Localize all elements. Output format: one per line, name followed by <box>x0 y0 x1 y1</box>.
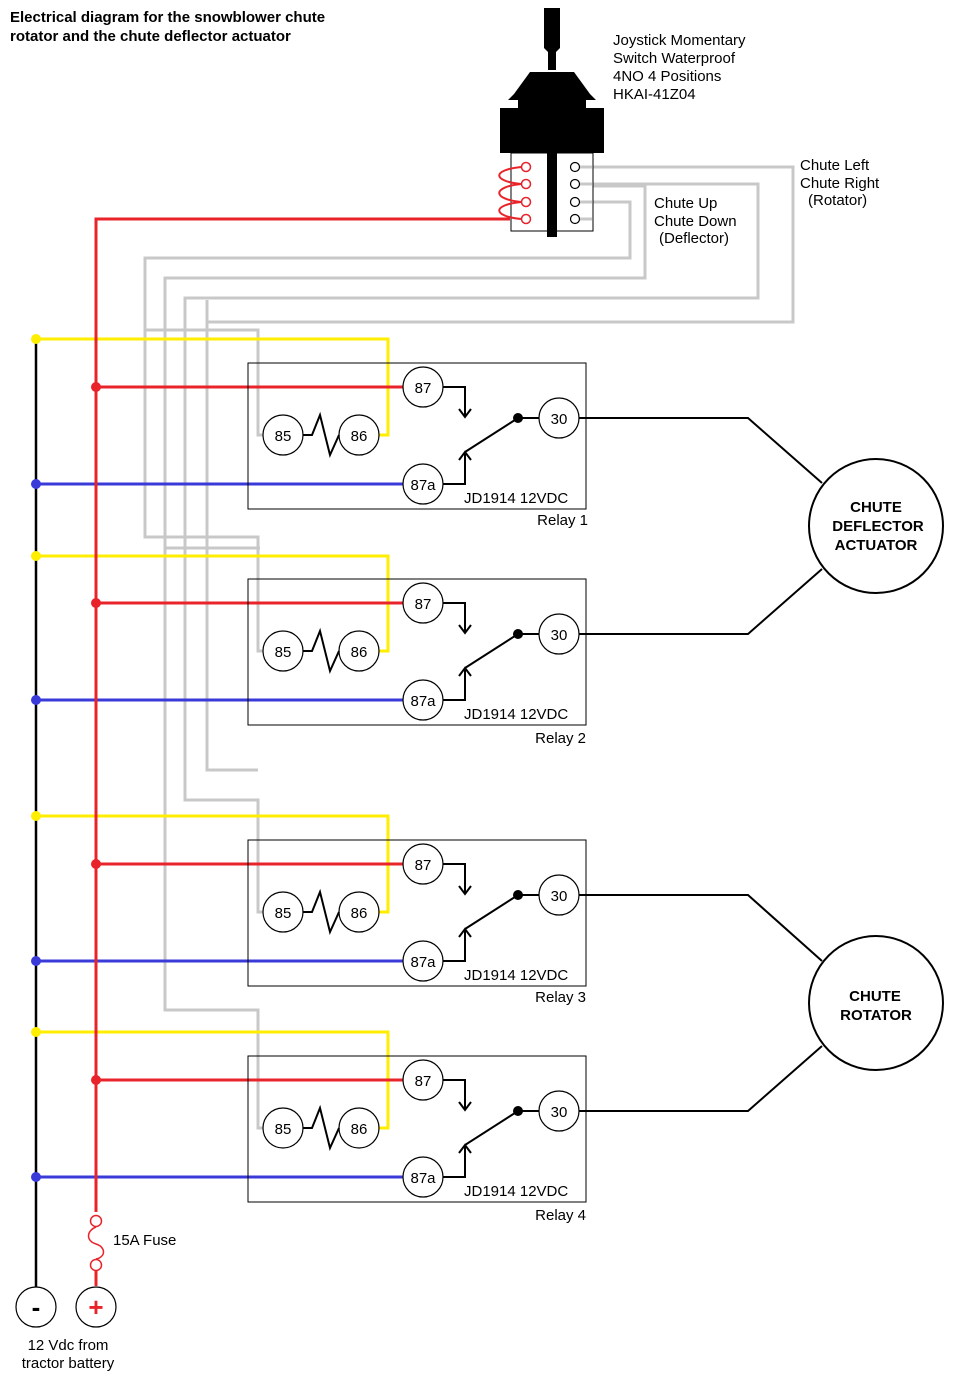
deflector-label-2: Chute Down <box>654 213 737 230</box>
relay-1-pin-85: 85 <box>275 428 292 445</box>
positive-symbol: + <box>88 1292 103 1322</box>
title-line-2: rotator and the chute deflector actuator <box>10 28 291 45</box>
positive-wires <box>94 217 510 1212</box>
deflector-motor-label-3: ACTUATOR <box>835 537 918 554</box>
relay-2-pin-87a: 87a <box>410 693 436 710</box>
deflector-motor-label-2: DEFLECTOR <box>832 518 924 535</box>
relay-3-pin-86: 86 <box>351 905 368 922</box>
relay-3-pin-85: 85 <box>275 905 292 922</box>
relay-3-name: Relay 3 <box>535 989 586 1006</box>
battery-label-1: 12 Vdc from <box>28 1337 109 1354</box>
joystick-label-1: Joystick Momentary <box>613 32 746 49</box>
relay-2-pin-30: 30 <box>551 627 568 644</box>
fuse-label: 15A Fuse <box>113 1232 176 1249</box>
relay-1-pin-30: 30 <box>551 411 568 428</box>
relay-4-pin-87: 87 <box>415 1073 432 1090</box>
rotator-motor-label-2: ROTATOR <box>840 1007 912 1024</box>
relay-4-pin-85: 85 <box>275 1121 292 1138</box>
relay-4-name: Relay 4 <box>535 1207 586 1224</box>
rotator-label-1: Chute Left <box>800 157 870 174</box>
chute-rotator: CHUTE ROTATOR <box>808 935 944 1071</box>
relay-1-model: JD1914 12VDC <box>464 490 568 507</box>
relay-4: 87 30 85 86 87a JD1914 12VDC Relay 4 <box>247 1055 587 1224</box>
relay-1: 87 30 85 86 87a JD1914 12VDC Relay 1 <box>247 362 588 529</box>
relay-3-model: JD1914 12VDC <box>464 967 568 984</box>
relay-4-pin-87a: 87a <box>410 1170 436 1187</box>
deflector-label-3: (Deflector) <box>659 230 729 247</box>
relay-3: 87 30 85 86 87a JD1914 12VDC Relay 3 <box>247 839 587 1006</box>
relay-2-pin-85: 85 <box>275 644 292 661</box>
relay-2-name: Relay 2 <box>535 730 586 747</box>
switch-signal-wires <box>143 165 795 1130</box>
relay-3-pin-87: 87 <box>415 857 432 874</box>
deflector-label-1: Chute Up <box>654 195 717 212</box>
joystick-handle-icon <box>544 8 560 70</box>
relay-2-pin-86: 86 <box>351 644 368 661</box>
relay-2-pin-87: 87 <box>415 596 432 613</box>
rotator-label-3: (Rotator) <box>808 192 867 209</box>
junction-dots <box>31 334 101 1182</box>
relay-1-pin-87: 87 <box>415 380 432 397</box>
rotator-motor-label-1: CHUTE <box>849 988 901 1005</box>
fuse <box>87 1214 105 1286</box>
relay-1-pin-86: 86 <box>351 428 368 445</box>
positive-terminal-icon <box>75 1286 117 1328</box>
chute-deflector-actuator: CHUTE DEFLECTOR ACTUATOR <box>808 458 944 594</box>
relay-1-pin-87a: 87a <box>410 477 436 494</box>
joystick-label-4: HKAI-41Z04 <box>613 86 696 103</box>
relay-2-model: JD1914 12VDC <box>464 706 568 723</box>
relay-1-name: Relay 1 <box>537 512 588 529</box>
relay-4-pin-86: 86 <box>351 1121 368 1138</box>
negative-terminal-icon <box>15 1286 57 1328</box>
relay-4-model: JD1914 12VDC <box>464 1183 568 1200</box>
joystick-label-2: Switch Waterproof <box>613 50 736 67</box>
title-line-1: Electrical diagram for the snowblower ch… <box>10 9 325 26</box>
joystick-label-3: 4NO 4 Positions <box>613 68 721 85</box>
relay-3-pin-30: 30 <box>551 888 568 905</box>
negative-symbol: - <box>32 1292 41 1322</box>
relay-3-pin-87a: 87a <box>410 954 436 971</box>
battery-terminals: - + <box>15 1286 117 1328</box>
joystick-switch <box>498 8 604 237</box>
ground-87a-wires <box>36 482 404 1179</box>
rotator-label-2: Chute Right <box>800 175 880 192</box>
relay-2: 87 30 85 86 87a JD1914 12VDC Relay 2 <box>247 578 587 747</box>
deflector-motor-label-1: CHUTE <box>850 499 902 516</box>
battery-label-2: tractor battery <box>22 1355 115 1372</box>
motor-wires <box>579 417 823 1112</box>
relay-4-pin-30: 30 <box>551 1104 568 1121</box>
